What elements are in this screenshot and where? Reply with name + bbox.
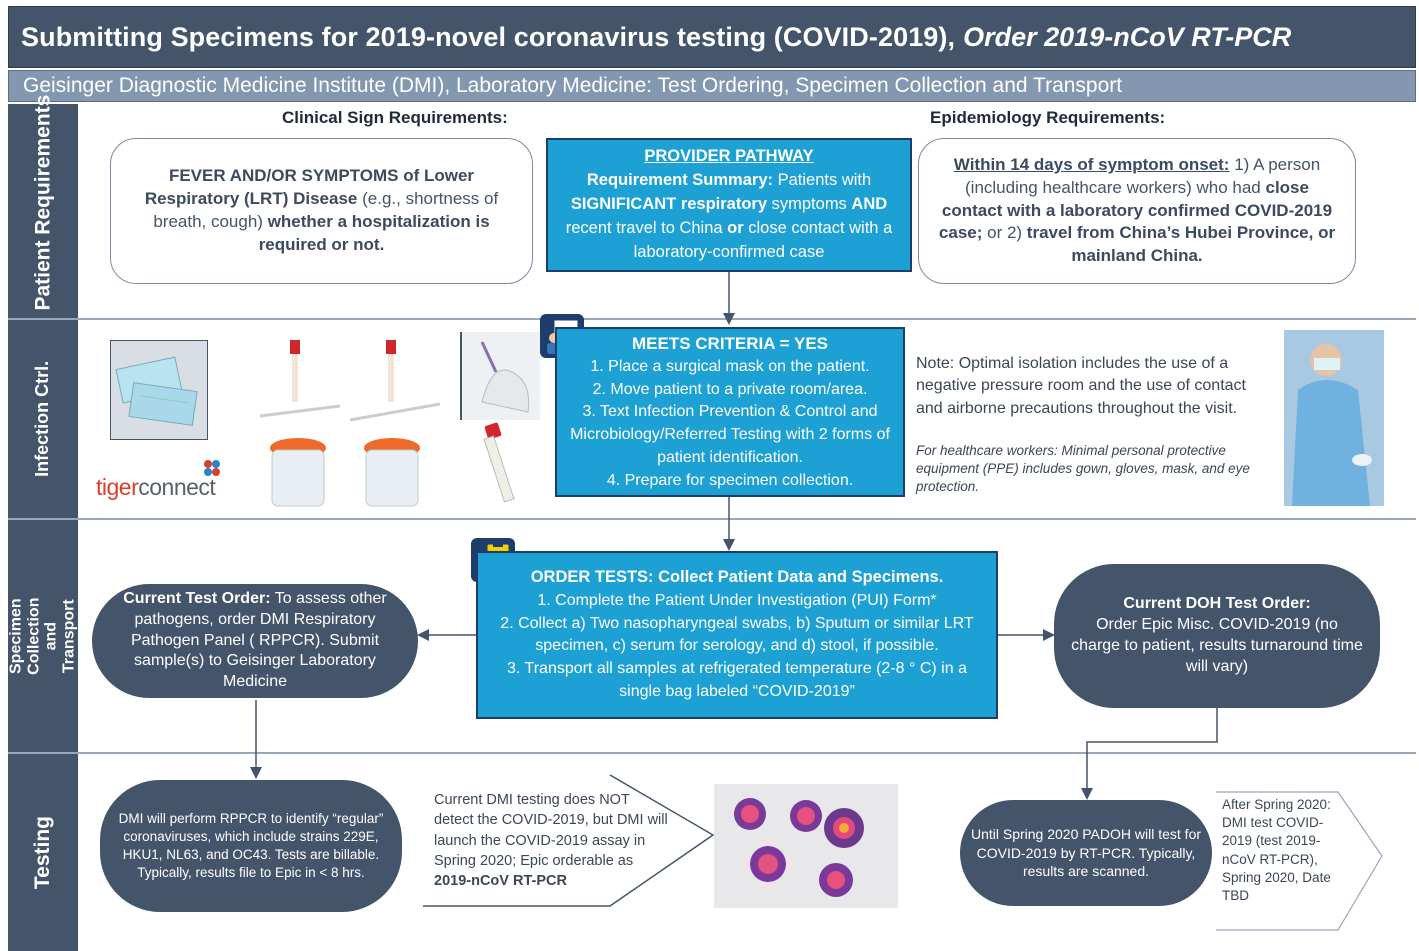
gloved-hand-image [460, 332, 540, 420]
arrow-doh-to-padoh [1081, 708, 1218, 800]
provider-s1: Patients with [773, 171, 872, 190]
after-spring-note: After Spring 2020: DMI test COVID-2019 (… [1222, 797, 1331, 904]
title-bar: Submitting Specimens for 2019-novel coro… [8, 6, 1416, 68]
epi-heading: Epidemiology Requirements: [930, 108, 1166, 127]
row-label-specimen: Specimen Collection and Transport [8, 520, 78, 752]
clinical-heading: Clinical Sign Requirements: [282, 108, 508, 127]
glove-icon [480, 341, 530, 413]
provider-s2: SIGNIFICANT respiratory [570, 195, 768, 214]
provider-pathway-box: PROVIDER PATHWAY Requirement Summary: Pa… [546, 138, 912, 272]
blood-tube-icon [483, 422, 515, 503]
row-label-testing: Testing [8, 754, 78, 951]
epi-underline: Within 14 days of symptom onset: [953, 154, 1230, 174]
row-divider [8, 752, 1416, 754]
ppe-note: For healthcare workers: Minimal personal… [916, 443, 1250, 495]
epi-text-2: or 2) [982, 223, 1027, 243]
doh-test-order-pill: Current DOH Test Order: Order Epic Misc.… [1054, 564, 1380, 708]
epi-bold-1: close contact with a laboratory confirme… [938, 177, 1333, 243]
padoh-pill: Until Spring 2020 PADOH will test for CO… [960, 800, 1212, 906]
doh-order-text: Order Epic Misc. COVID-2019 (no charge t… [1071, 616, 1363, 675]
order-step-1: 1. Complete the Patient Under Investigat… [537, 591, 937, 609]
order-step-3: 3. Transport all samples at refrigerated… [507, 660, 967, 700]
callout-outline-after [1216, 791, 1383, 931]
page-title: Submitting Specimens for 2019-novel coro… [21, 21, 956, 52]
provider-s6: or [727, 218, 744, 237]
ppe-worker-icon [1284, 330, 1384, 506]
row-label-infection: Infection Ctrl. [8, 320, 78, 518]
isolation-note: Note: Optimal isolation includes the use… [916, 355, 1246, 417]
provider-s4: AND [851, 195, 888, 214]
clinical-bold-1: FEVER AND/OR SYMPTOMS of Lower Respirato… [144, 166, 475, 209]
provider-summary: Requirement Summary: Patients with SIGNI… [556, 169, 902, 265]
current-order-text: To assess other pathogens, order DMI Res… [130, 590, 387, 691]
row-label-patient: Patient Requirements [8, 95, 78, 318]
current-test-order-pill: Current Test Order: To assess other path… [92, 584, 418, 698]
provider-s7: close contact with a laboratory-confirme… [633, 218, 893, 261]
tigerconnect-logo: tigerconnect [96, 474, 216, 501]
provider-title: PROVIDER PATHWAY [644, 147, 814, 166]
criteria-step-1: 1. Place a surgical mask on the patient. [590, 357, 870, 375]
provider-s5: recent travel to China [565, 218, 728, 237]
row-divider [8, 518, 1416, 520]
page-subtitle: Geisinger Diagnostic Medicine Institute … [23, 74, 1123, 97]
masks-icon [115, 356, 198, 426]
ppe-worker-image [1284, 330, 1384, 506]
criteria-step-2: 2. Move patient to a private room/area. [592, 380, 868, 398]
callout-outline-dmi [423, 774, 715, 907]
current-dmi-text: Current DMI testing does NOT detect the … [434, 792, 668, 869]
criteria-step-3: 3. Text Infection Prevention & Control a… [570, 403, 890, 466]
epi-bold-2: travel from China’s Hubei Province, or m… [1026, 223, 1336, 266]
coronavirus-microscopy-image [714, 784, 898, 908]
subtitle-bar: Geisinger Diagnostic Medicine Institute … [8, 70, 1416, 102]
clinical-text: (e.g., shortness of breath, cough) [153, 189, 499, 231]
provider-s3: symptoms [767, 195, 852, 214]
dmi-rppcr-pill: DMI will perform RPPCR to identify “regu… [100, 780, 402, 912]
row-divider [8, 318, 1416, 320]
logo-part-b: connect [138, 474, 216, 500]
clinical-bold-2: whether a hospitalization is required or… [258, 212, 490, 254]
current-order-label: Current Test Order: [123, 590, 271, 607]
doh-order-label: Current DOH Test Order: [1123, 595, 1311, 613]
swab-tubes-icon [259, 340, 441, 422]
virus-particles-icon [734, 798, 864, 897]
criteria-title: MEETS CRITERIA = YES [631, 333, 828, 353]
page-title-italic: Order 2019-nCoV RT-PCR [963, 21, 1292, 52]
logo-part-a: tiger [96, 474, 139, 500]
order-tests-box: ORDER TESTS: Collect Patient Data and Sp… [476, 551, 998, 719]
current-dmi-testing-note: Current DMI testing does NOT detect the … [434, 790, 672, 891]
provider-summary-label: Requirement Summary: [586, 171, 773, 190]
clinical-card: FEVER AND/OR SYMPTOMS of Lower Respirato… [110, 138, 533, 284]
epi-text-1: 1) A person (including healthcare worker… [965, 154, 1321, 197]
specimen-cups-icon [270, 438, 420, 507]
current-dmi-bold: 2019-nCoV RT-PCR [434, 873, 567, 890]
tigerconnect-mark-icon [204, 460, 220, 476]
epi-card: Within 14 days of symptom onset: 1) A pe… [918, 138, 1356, 284]
criteria-step-4: 4. Prepare for specimen collection. [606, 471, 854, 489]
order-step-2: 2. Collect a) Two nasopharyngeal swabs, … [500, 614, 974, 655]
meets-criteria-box: MEETS CRITERIA = YES 1. Place a surgical… [555, 327, 905, 497]
order-title: ORDER TESTS: Collect Patient Data and Sp… [530, 568, 944, 587]
surgical-masks-image [110, 340, 208, 440]
